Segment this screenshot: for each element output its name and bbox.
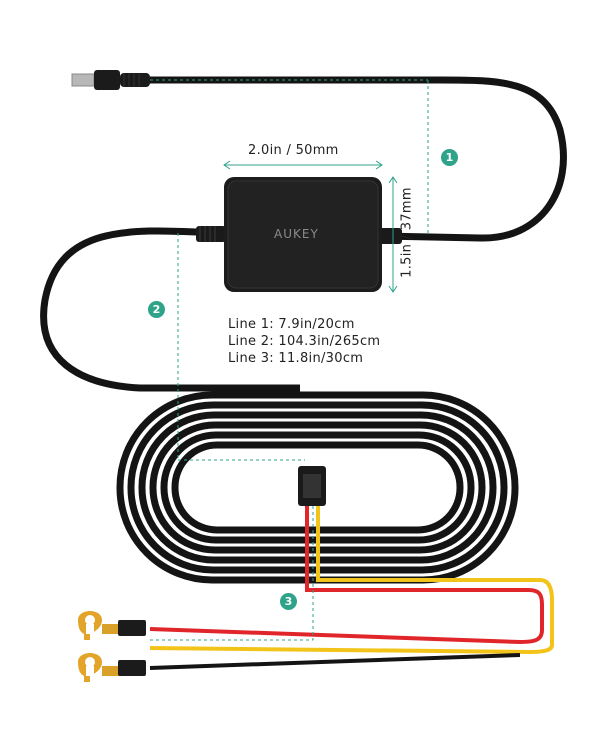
badge-line-1: 1 <box>441 149 458 166</box>
cable-line-2 <box>40 227 300 392</box>
black-wire <box>149 653 521 670</box>
strain-relief-left <box>196 226 226 242</box>
cable-line-1 <box>150 76 567 242</box>
spade-terminal-icon <box>78 611 146 640</box>
cable-length-specs: Line 1: 7.9in/20cm Line 2: 104.3in/265cm… <box>228 316 380 367</box>
strain-relief-right <box>376 228 402 244</box>
badge-line-2: 2 <box>148 301 165 318</box>
red-wire <box>149 506 544 645</box>
spec-line-1: Line 1: 7.9in/20cm <box>228 317 355 332</box>
mini-usb-plug-icon <box>71 70 150 90</box>
spec-line-3: Line 3: 11.8in/30cm <box>228 351 364 366</box>
height-dimension-label: 1.5in / 37mm <box>399 187 415 278</box>
spec-line-2: Line 2: 104.3in/265cm <box>228 334 381 349</box>
yellow-wire <box>149 506 554 655</box>
width-dimension-label: 2.0in / 50mm <box>248 143 339 158</box>
brand-logo: AUKEY <box>274 227 319 241</box>
badge-line-3: 3 <box>280 593 297 610</box>
spade-terminal-icon <box>78 653 146 682</box>
measurement-guides <box>150 79 429 641</box>
